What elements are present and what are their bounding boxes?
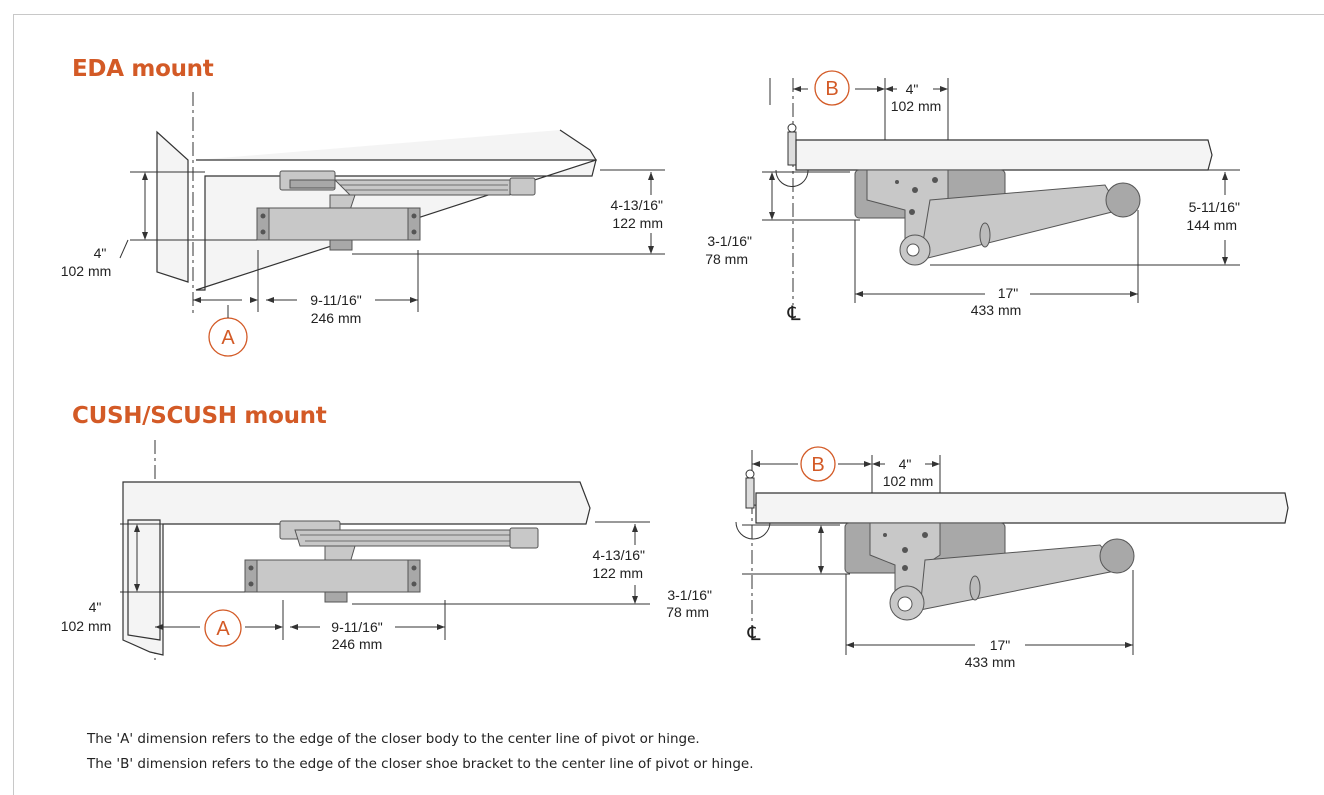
- cush-dim-a-label: A: [216, 618, 230, 640]
- cush-left-width-in: 9-11/16": [331, 619, 382, 635]
- eda-right-bottom-mm: 433 mm: [971, 302, 1022, 318]
- cush-right-left-mm: 78 mm: [666, 604, 709, 620]
- eda-left-height-in: 4": [94, 245, 107, 261]
- cush-left-view: [120, 440, 650, 660]
- cush-right-left-in: 3-1/16": [667, 587, 712, 603]
- eda-right-right-mm: 144 mm: [1186, 217, 1237, 233]
- eda-left-right-in: 4-13/16": [611, 197, 663, 213]
- cush-centerline-symbol: ℄: [747, 623, 761, 645]
- page-frame: [13, 14, 1324, 795]
- note-b-dimension: The 'B' dimension refers to the edge of …: [87, 756, 754, 772]
- cush-left-height-mm: 102 mm: [61, 618, 112, 634]
- cush-left-right-mm: 122 mm: [592, 565, 643, 581]
- eda-right-right-in: 5-11/16": [1189, 199, 1240, 215]
- eda-right-view: [762, 70, 1240, 305]
- cush-right-bottom-in: 17": [990, 637, 1011, 653]
- eda-left-height-mm: 102 mm: [61, 263, 112, 279]
- cush-left-right-in: 4-13/16": [593, 547, 645, 563]
- eda-right-left-in: 3-1/16": [707, 233, 752, 249]
- eda-right-left-mm: 78 mm: [705, 251, 748, 267]
- eda-right-top-in: 4": [906, 81, 919, 97]
- cush-right-view: [735, 446, 1289, 655]
- eda-left-width-mm: 246 mm: [311, 310, 362, 326]
- cush-mount-heading: CUSH/SCUSH mount: [72, 403, 327, 429]
- cush-right-bottom-mm: 433 mm: [965, 654, 1016, 670]
- note-a-dimension: The 'A' dimension refers to the edge of …: [87, 731, 700, 747]
- cush-left-height-in: 4": [89, 599, 102, 615]
- eda-left-view: [119, 92, 665, 357]
- eda-dim-a-label: A: [221, 327, 235, 349]
- cush-right-top-mm: 102 mm: [883, 473, 934, 489]
- eda-left-width-in: 9-11/16": [310, 292, 361, 308]
- eda-centerline-symbol: ℄: [787, 303, 801, 325]
- eda-dim-b-label: B: [825, 78, 838, 100]
- cush-right-top-in: 4": [899, 456, 912, 472]
- eda-right-top-mm: 102 mm: [891, 98, 942, 114]
- eda-left-right-mm: 122 mm: [612, 215, 663, 231]
- eda-right-bottom-in: 17": [998, 285, 1019, 301]
- cush-dim-b-label: B: [811, 454, 824, 476]
- eda-mount-heading: EDA mount: [72, 56, 214, 82]
- cush-left-width-mm: 246 mm: [332, 636, 383, 652]
